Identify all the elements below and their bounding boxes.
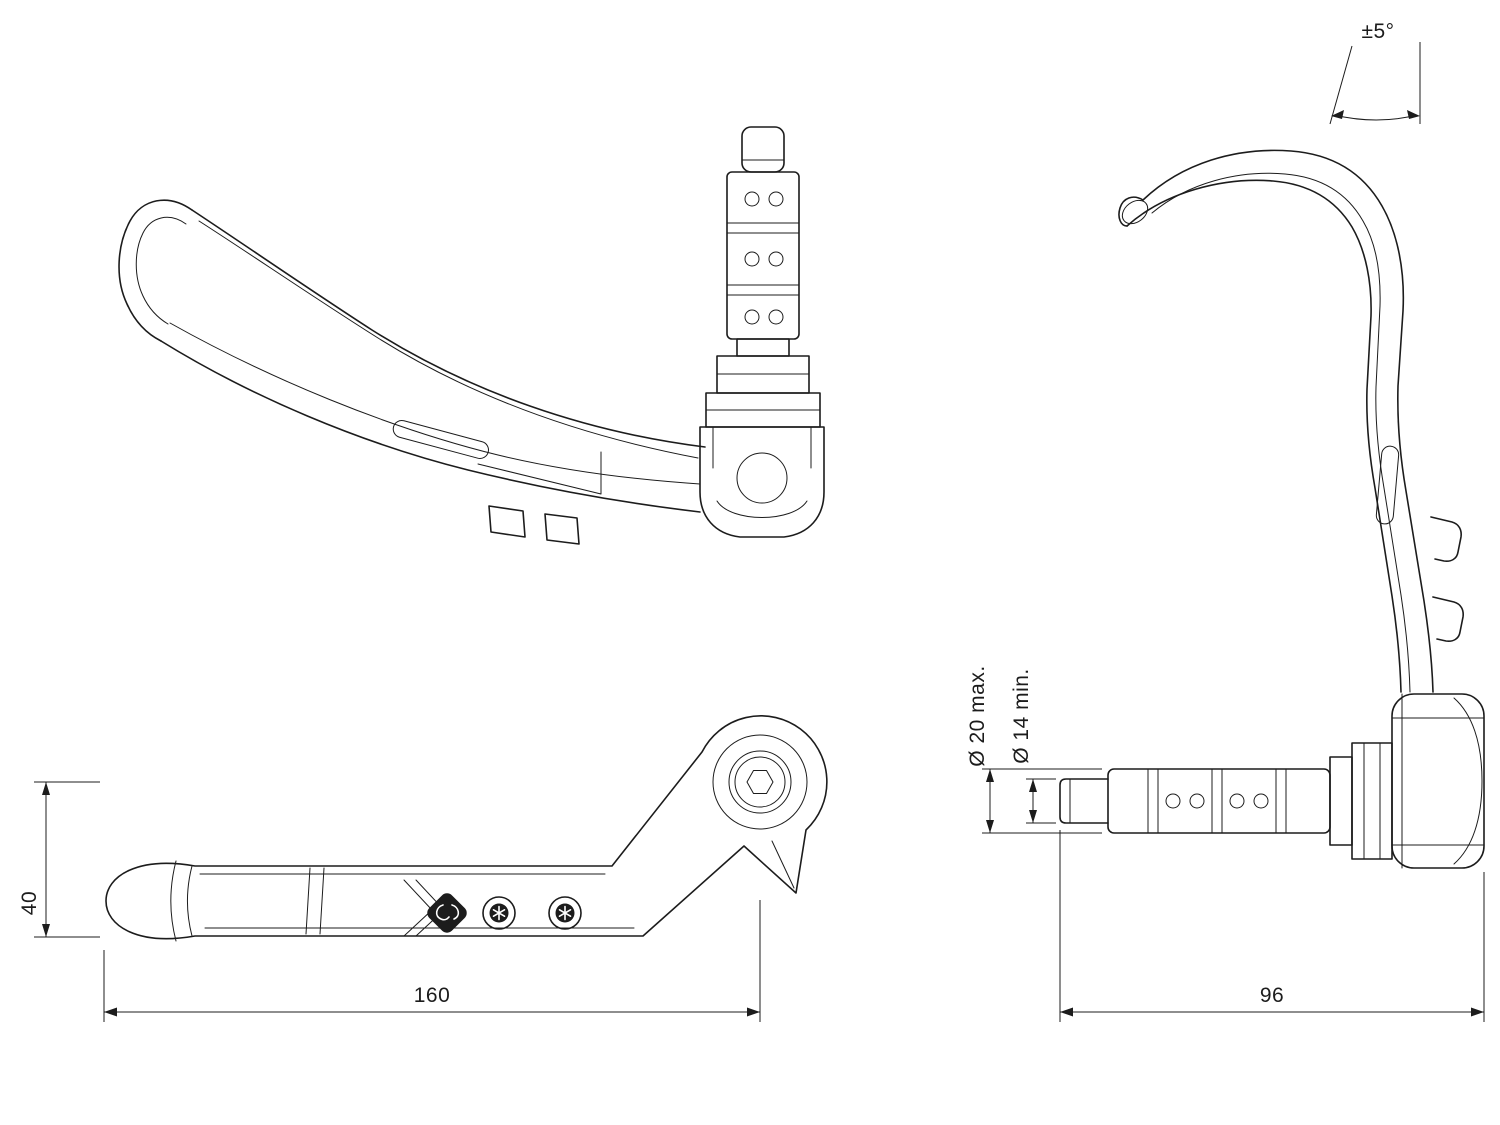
guard-slot [392,420,489,459]
guard-slot [1375,445,1400,525]
torx-screw-right [548,896,582,930]
dim-label-angle: ±5° [1361,20,1394,43]
hex-socket [746,770,774,794]
dimension-length-96: 96 [1059,830,1485,1022]
expander-stub [1059,778,1109,824]
dimension-annotations: 40 160 96 Ø 20 max. Ø 14 min. [18,20,1485,1022]
expander-housing [699,426,825,538]
dim-label-diameter-min: Ø 14 min. [1010,668,1033,764]
guard-outline [105,715,828,940]
front-view [1059,149,1485,869]
bar-end-expander [699,126,825,538]
guard-surface-details [170,860,635,942]
clamp-body [1391,693,1485,869]
dimension-diameter-20-max: Ø 20 max. [966,665,1102,834]
dimension-height-40: 40 [18,781,100,938]
dim-label-40: 40 [18,891,41,915]
expander-shaft [1059,742,1393,860]
dimension-angle-tolerance: ±5° [1329,20,1421,125]
expander-bolt-head [741,126,785,173]
dim-label-diameter-max: Ø 20 max. [966,665,989,766]
dimension-length-160: 160 [103,900,761,1022]
pivot-boss [712,734,808,889]
dim-label-96: 96 [1260,984,1284,1007]
side-view [118,126,825,545]
dimension-diameter-14-min: Ø 14 min. [1010,668,1056,824]
brand-logo [427,893,467,933]
guard-bow [1118,149,1464,693]
guard-arm [118,199,706,545]
top-view [105,715,828,942]
torx-screw-left [482,896,516,930]
expander-knurl-body [726,171,800,340]
dim-label-160: 160 [414,984,451,1007]
